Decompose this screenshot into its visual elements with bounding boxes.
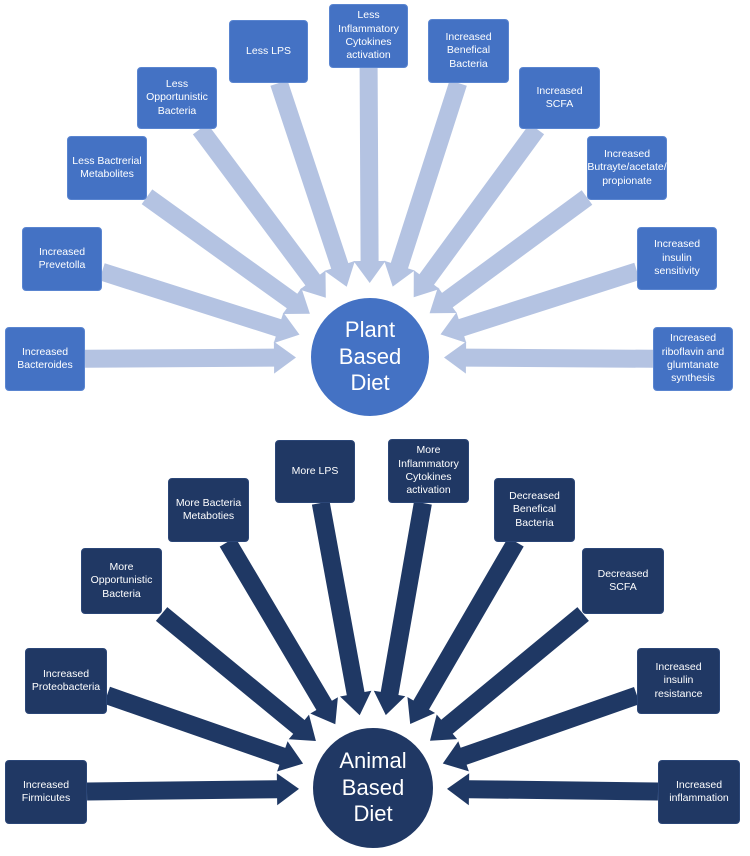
animal-arrow [311,501,372,716]
animal-effect-box: Increased Firmicutes [5,760,87,824]
animal-hub-line-1: Animal [339,748,407,774]
animal-effect-box: More Inflammatory Cytokines activation [388,439,469,503]
plant-effect-box: Increased Prevetolla [22,227,102,291]
animal-hub-line-2: Based [341,774,405,800]
plant-arrow [192,123,326,298]
plant-arrow [413,123,545,298]
plant-hub-circle [309,296,431,418]
plant-effect-box: Less Opportunistic Bacteria [137,67,217,129]
plant-effect-box: Less LPS [229,20,308,83]
animal-hub-line-3: Diet [353,801,393,827]
animal-effect-box: Increased insulin resistance [637,648,720,714]
animal-effect-box: Increased Proteobacteria [25,648,107,714]
animal-effect-box: Decreased SCFA [582,548,664,614]
plant-effect-box: Increased riboflavin and glumtanate synt… [653,327,733,391]
animal-effect-box: More LPS [275,440,355,503]
plant-hub-line-3: Diet [350,370,390,396]
plant-effect-box: Increased Bacteroides [5,327,85,391]
animal-arrow [442,687,640,772]
plant-arrow [440,262,640,343]
plant-hub-line-2: Based [338,343,402,369]
plant-arrow [270,80,355,287]
animal-effect-box: Increased inflammation [658,760,740,824]
animal-arrow [104,686,304,772]
plant-arrow [429,190,593,314]
plant-effect-box: Less Inflammatory Cytokines activation [329,4,408,68]
animal-arrow [373,501,432,716]
animal-effect-box: More Opportunistic Bacteria [81,548,162,614]
plant-effect-box: Increased SCFA [519,67,600,129]
animal-hub-circle [313,728,433,848]
plant-arrow [99,263,300,344]
plant-arrow [84,341,297,374]
plant-effect-box: Increased Benefical Bacteria [428,19,509,83]
plant-arrow [353,68,386,283]
plant-arrow [141,189,310,314]
animal-arrow [86,773,300,806]
animal-effect-box: More Bacteria Metaboties [168,478,249,542]
animal-effect-box: Decreased Benefical Bacteria [494,478,575,542]
animal-arrow [447,773,659,806]
plant-effect-box: Increased insulin sensitivity [637,227,717,290]
plant-arrow [444,341,654,374]
plant-based-diet-hub: Plant Based Diet [310,297,430,417]
animal-arrow [407,537,524,724]
animal-based-diet-hub: Animal Based Diet [313,728,433,848]
animal-arrow [155,607,316,741]
animal-arrow [219,537,338,725]
plant-hub-line-1: Plant [344,317,396,343]
plant-arrow [384,80,467,287]
animal-arrow [430,607,589,741]
plant-effect-box: Increased Butrayte/acetate/ propionate [587,136,667,200]
plant-effect-box: Less Bactrerial Metabolites [67,136,147,200]
